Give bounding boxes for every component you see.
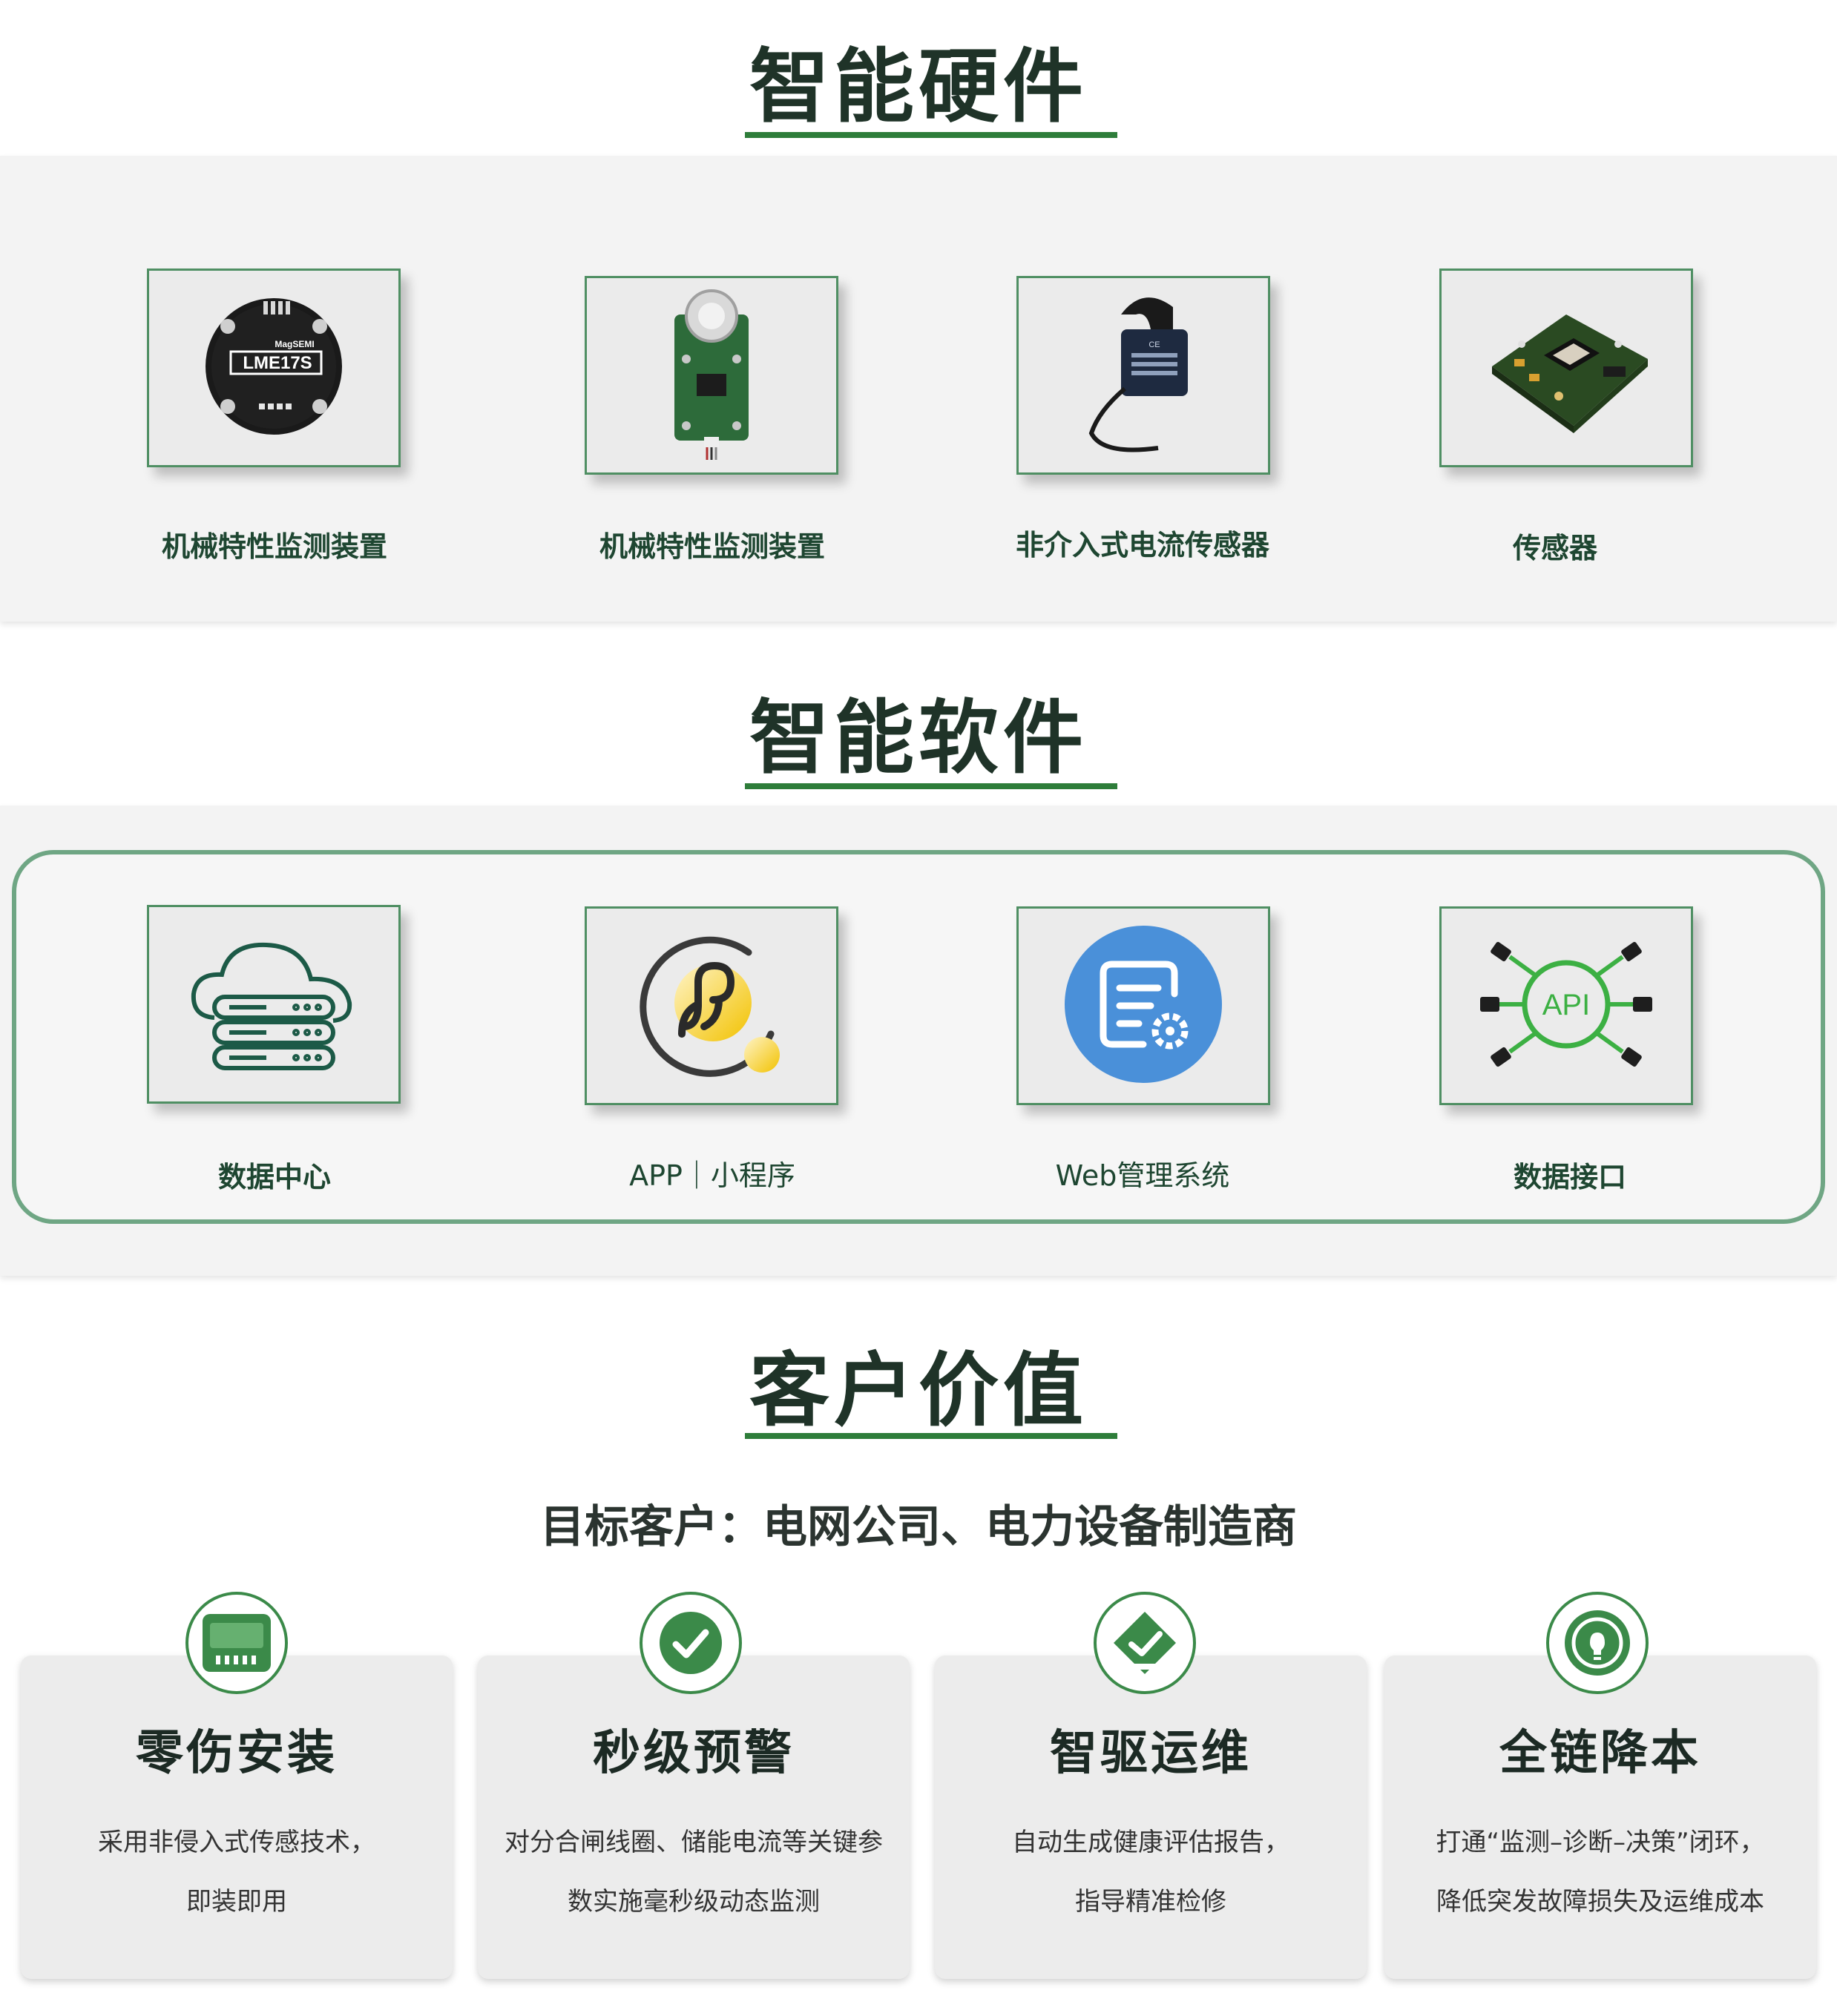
api-text: API xyxy=(1542,989,1590,1021)
web-document-settings-icon xyxy=(1062,923,1225,1089)
software-card-3[interactable] xyxy=(1016,906,1270,1105)
value-desc-4-line1: 打通“监测–诊断–决策”闭环， xyxy=(1436,1828,1765,1857)
value-desc-2-line1: 对分合闸线圈、储能电流等关键参 xyxy=(505,1828,883,1857)
hardware-label-1: 机械特性监测装置 xyxy=(161,530,387,563)
hardware-section-title: 智能硬件 xyxy=(749,41,1088,134)
software-card-1[interactable] xyxy=(147,905,401,1104)
sensor-board-icon xyxy=(645,285,778,466)
pcb-sensor-icon xyxy=(1470,285,1663,451)
hardware-card-3[interactable]: CE xyxy=(1016,276,1270,475)
value-card-1 xyxy=(21,1656,453,1979)
value-desc-2-line2: 数实施毫秒级动态监测 xyxy=(568,1887,820,1917)
value-desc-1-line1: 采用非侵入式传感技术， xyxy=(98,1828,375,1857)
storage-drive-icon xyxy=(185,1592,288,1694)
value-desc-4-line2: 降低突发故障损失及运维成本 xyxy=(1436,1887,1764,1917)
software-card-2[interactable] xyxy=(585,906,838,1105)
lightbulb-icon xyxy=(1546,1592,1649,1694)
hardware-card-2[interactable] xyxy=(585,276,838,475)
hardware-card-1[interactable]: MagSEMI LME17S xyxy=(147,269,401,467)
value-card-4 xyxy=(1384,1656,1816,1979)
cloud-server-icon xyxy=(185,929,363,1080)
software-title-underline xyxy=(745,783,1117,789)
software-label-3: Web管理系统 xyxy=(1055,1159,1230,1192)
software-card-4[interactable]: API xyxy=(1439,906,1693,1105)
value-title-4: 全链降本 xyxy=(1499,1726,1701,1781)
value-section-title: 客户价值 xyxy=(749,1345,1088,1437)
chip-brand-text: MagSEMI xyxy=(275,339,314,349)
clamp-current-sensor-icon: CE xyxy=(1069,285,1217,466)
value-desc-3-line1: 自动生成健康评估报告， xyxy=(1012,1828,1289,1857)
value-card-2 xyxy=(478,1656,910,1979)
value-desc-1-line2: 即装即用 xyxy=(186,1887,287,1917)
target-customers: 目标客户：电网公司、电力设备制造商 xyxy=(540,1501,1297,1553)
value-card-3 xyxy=(935,1656,1367,1979)
hardware-label-2: 机械特性监测装置 xyxy=(599,530,825,563)
software-section-title: 智能软件 xyxy=(749,692,1088,785)
hardware-label-3: 非介入式电流传感器 xyxy=(1015,529,1269,561)
svg-text:CE: CE xyxy=(1148,340,1160,349)
value-title-1: 零伤安装 xyxy=(136,1726,338,1781)
value-title-underline xyxy=(745,1433,1117,1439)
value-desc-3-line2: 指导精准检修 xyxy=(1075,1887,1226,1917)
api-interface-icon: API xyxy=(1462,923,1670,1089)
value-title-3: 智驱运维 xyxy=(1050,1726,1252,1781)
hardware-title-underline xyxy=(745,132,1117,138)
diamond-check-icon xyxy=(1094,1592,1196,1694)
software-label-1: 数据中心 xyxy=(217,1161,331,1193)
software-label-2: APP｜小程序 xyxy=(629,1159,795,1192)
software-label-4: 数据接口 xyxy=(1513,1161,1626,1193)
encoder-module-icon: MagSEMI LME17S xyxy=(200,292,348,444)
hardware-card-4[interactable] xyxy=(1439,269,1693,467)
value-title-2: 秒级预警 xyxy=(593,1726,795,1781)
chip-model-text: LME17S xyxy=(243,353,312,373)
hardware-label-4: 传感器 xyxy=(1512,532,1597,564)
mini-program-icon xyxy=(630,923,793,1089)
check-circle-icon xyxy=(640,1592,742,1694)
